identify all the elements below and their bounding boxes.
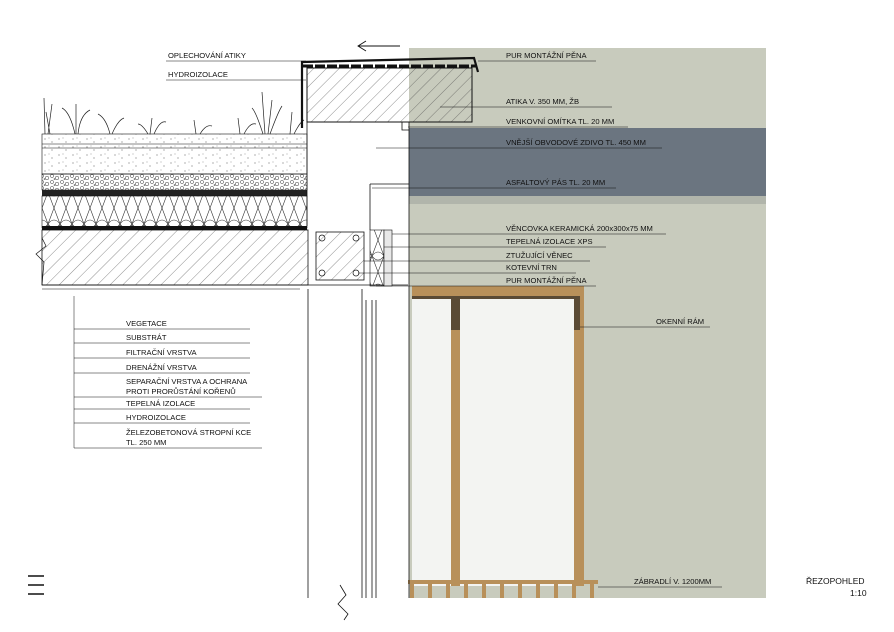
label-railing: ZÁBRADLÍ V. 1200MM [598, 577, 722, 588]
legend-item: FILTRAČNÍ VRSTVA [74, 348, 250, 359]
legend-item: DRENÁŽNÍ VRSTVA [74, 363, 250, 374]
insulation-layer [41, 195, 308, 229]
legend-item: SUBSTRÁT [74, 333, 250, 344]
label-ring-beam: ZTUŽUJÍCÍ VĚNEC [364, 251, 590, 262]
title-block: ŘEZOPOHLED 1:10 [806, 576, 867, 598]
label-anchor: KOTEVNÍ TRN [358, 263, 576, 274]
label-hydroinsulation-top: HYDROIZOLACE [166, 70, 306, 81]
facade-dark-band [409, 128, 766, 196]
svg-text:VNĚJŠÍ OBVODOVÉ ZDIVO TL. 450: VNĚJŠÍ OBVODOVÉ ZDIVO TL. 450 MM [506, 138, 646, 147]
legend-item: VEGETACE [74, 319, 250, 330]
svg-text:SEPARAČNÍ VRSTVA A OCHRANA: SEPARAČNÍ VRSTVA A OCHRANA [126, 377, 248, 386]
svg-text:VEGETACE: VEGETACE [126, 319, 167, 328]
legend-item: SEPARAČNÍ VRSTVA A OCHRANA PROTI PRORŮST… [74, 377, 262, 398]
window-frame [412, 286, 584, 586]
svg-text:VĚNCOVKA KERAMICKÁ 200x300x75: VĚNCOVKA KERAMICKÁ 200x300x75 MM [506, 224, 653, 233]
label-attic: ATIKA V. 350 MM, ŽB [440, 97, 612, 108]
svg-text:HYDROIZOLACE: HYDROIZOLACE [126, 413, 186, 422]
concrete-slab [41, 229, 309, 286]
exterior-wall [306, 122, 410, 598]
label-flashing: OPLECHOVÁNÍ ATIKY [166, 51, 306, 62]
label-asphalt: ASFALTOVÝ PÁS TL. 20 MM [372, 178, 616, 189]
svg-text:PROTI PRORŮSTÁNÍ KOŘENŮ: PROTI PRORŮSTÁNÍ KOŘENŮ [126, 387, 236, 396]
drainage-layer [41, 173, 308, 191]
svg-text:ATIKA V. 350 MM, ŽB: ATIKA V. 350 MM, ŽB [506, 97, 579, 106]
svg-text:DRENÁŽNÍ VRSTVA: DRENÁŽNÍ VRSTVA [126, 363, 198, 372]
substrate-layer [41, 133, 308, 175]
window-jamb [307, 289, 377, 621]
drawing-scale: 1:10 [850, 588, 867, 598]
drawing-title: ŘEZOPOHLED [806, 576, 865, 586]
svg-text:TL. 250 MM: TL. 250 MM [126, 438, 167, 447]
waterproofing-layer [42, 226, 307, 230]
svg-text:ASFALTOVÝ PÁS TL. 20 MM: ASFALTOVÝ PÁS TL. 20 MM [506, 178, 605, 187]
label-lintel: VĚNCOVKA KERAMICKÁ 200x300x75 MM [392, 224, 666, 235]
xps-insulation [369, 229, 385, 287]
svg-text:VENKOVNÍ OMÍTKA TL. 20 MM: VENKOVNÍ OMÍTKA TL. 20 MM [506, 117, 614, 126]
railing [408, 580, 598, 598]
svg-text:ZTUŽUJÍCÍ VĚNEC: ZTUŽUJÍCÍ VĚNEC [506, 251, 573, 260]
legend-item: ŽELEZOBETONOVÁ STROPNÍ KCE TL. 250 MM [74, 428, 262, 449]
label-render: VENKOVNÍ OMÍTKA TL. 20 MM [408, 117, 628, 128]
svg-text:SUBSTRÁT: SUBSTRÁT [126, 333, 167, 342]
break-line-left [35, 237, 47, 286]
svg-text:PUR MONTÁŽNÍ PĚNA: PUR MONTÁŽNÍ PĚNA [506, 51, 588, 60]
label-masonry: VNĚJŠÍ OBVODOVÉ ZDIVO TL. 450 MM [376, 138, 662, 149]
facade-band-fade [409, 196, 766, 204]
vegetation [43, 91, 305, 135]
svg-text:TEPELNÁ IZOLACE: TEPELNÁ IZOLACE [126, 399, 195, 408]
svg-text:ŽELEZOBETONOVÁ STROPNÍ KCE: ŽELEZOBETONOVÁ STROPNÍ KCE [126, 428, 251, 437]
label-pur-foam-bottom: PUR MONTÁŽNÍ PĚNA [376, 276, 596, 287]
svg-text:TEPELNÁ IZOLACE XPS: TEPELNÁ IZOLACE XPS [506, 237, 593, 246]
svg-text:PUR MONTÁŽNÍ PĚNA: PUR MONTÁŽNÍ PĚNA [506, 276, 588, 285]
separation-layer [42, 190, 307, 196]
label-text: HYDROIZOLACE [168, 70, 228, 79]
attic-concrete [306, 67, 473, 123]
svg-text:KOTEVNÍ TRN: KOTEVNÍ TRN [506, 263, 557, 272]
label-pur-foam-top: PUR MONTÁŽNÍ PĚNA [478, 51, 596, 62]
legend-item: TEPELNÁ IZOLACE [74, 399, 250, 410]
svg-text:OKENNÍ RÁM: OKENNÍ RÁM [656, 317, 704, 326]
ring-beam [315, 231, 365, 281]
svg-text:ZÁBRADLÍ V. 1200MM: ZÁBRADLÍ V. 1200MM [634, 577, 711, 586]
legend-item: HYDROIZOLACE [74, 413, 250, 424]
arrow-left-icon [357, 40, 400, 52]
svg-text:FILTRAČNÍ VRSTVA: FILTRAČNÍ VRSTVA [126, 348, 198, 357]
roof-layers [41, 133, 408, 290]
ceramic-lintel [383, 229, 393, 287]
menu-icon[interactable] [26, 572, 46, 598]
layers-legend: VEGETACE SUBSTRÁT FILTRAČNÍ VRSTVA DRENÁ… [73, 296, 262, 449]
label-window-frame: OKENNÍ RÁM [580, 317, 710, 328]
label-text: OPLECHOVÁNÍ ATIKY [168, 51, 246, 60]
label-xps: TEPELNÁ IZOLACE XPS [384, 237, 606, 248]
